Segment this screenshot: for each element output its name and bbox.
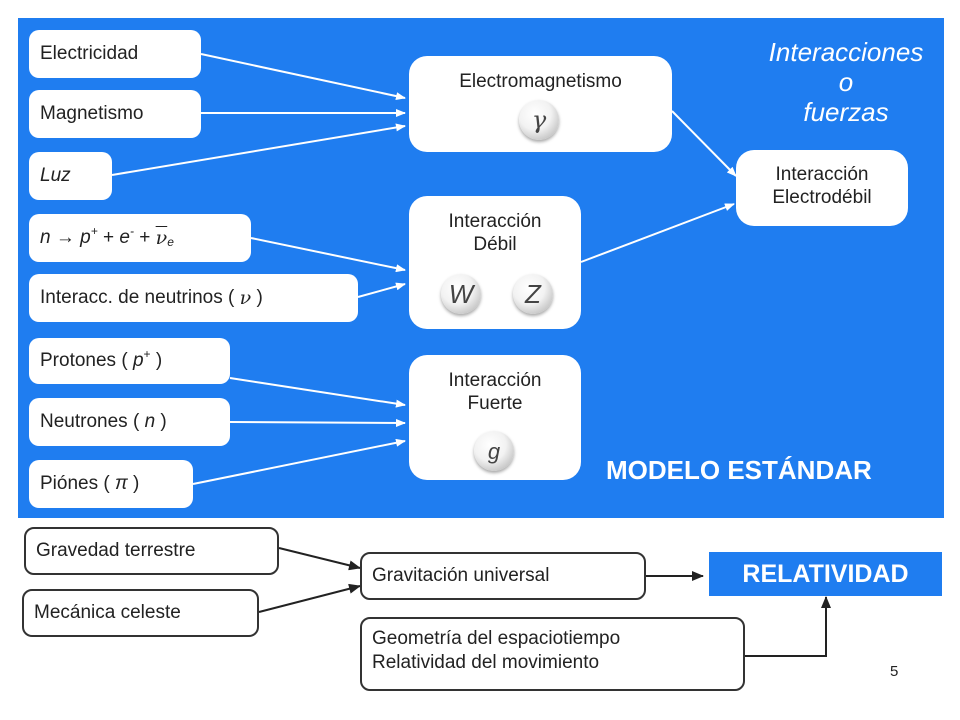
geometria-line-1: Geometría del espaciotiempo — [372, 628, 621, 649]
gluon-symbol: g — [487, 438, 501, 464]
protones-p: p — [132, 350, 144, 371]
arrow-decay-debil — [250, 237, 406, 273]
decay-plus-1: + — [103, 227, 115, 248]
decay-p-charge: + — [90, 224, 98, 238]
arrow-terrestre-universal — [278, 547, 361, 571]
arrow-luz-em — [111, 123, 406, 176]
title-line-2: o — [838, 67, 854, 97]
neutrones-close: ) — [160, 411, 167, 432]
mecanica-celeste-box: Mecánica celeste — [22, 589, 259, 637]
force-debil: Interacción Débil W Z — [409, 196, 581, 329]
arrow-protones-fuerte — [229, 377, 406, 408]
photon-icon: γ — [519, 100, 559, 140]
gluon-icon: g — [474, 431, 514, 471]
fuerte-line-2: Fuerte — [467, 393, 523, 414]
decay-antineutrino: ν — [155, 227, 168, 249]
decay-arrow: → — [55, 227, 75, 248]
piones-close: ) — [133, 473, 140, 494]
protones-label: Protones ( — [40, 350, 128, 371]
terrestre-label: Gravedad terrestre — [36, 540, 196, 561]
force-electrodebil: Interacción Electrodébil — [736, 150, 908, 226]
source-protones: Protones ( p+ ) — [29, 338, 230, 384]
decay-p: p — [80, 227, 91, 248]
source-electricidad: Electricidad — [29, 30, 201, 78]
z-boson-icon: Z — [513, 274, 553, 314]
arrow-piones-fuerte — [192, 438, 406, 485]
z-boson-symbol: Z — [525, 278, 541, 309]
arrow-em-electrodebil — [671, 110, 737, 177]
neutrinos-nu: ν — [239, 287, 252, 309]
piones-pi: π — [114, 473, 128, 494]
magnetismo-label: Magnetismo — [40, 103, 144, 124]
electrodebil-line-2: Electrodébil — [772, 187, 872, 208]
decay-e-charge: - — [129, 224, 134, 238]
arrow-celeste-universal — [258, 583, 361, 613]
piones-label: Piónes ( — [40, 473, 110, 494]
neutrones-n: n — [144, 411, 156, 432]
arrow-neutrones-fuerte — [229, 418, 406, 427]
decay-n: n — [40, 227, 51, 248]
relatividad-label: RELATIVIDAD — [742, 559, 909, 588]
debil-line-2: Débil — [473, 234, 517, 255]
modelo-estandar-label: MODELO ESTÁNDAR — [606, 455, 872, 485]
electrodebil-line-1: Interacción — [775, 164, 869, 185]
arrow-electricidad-em — [200, 53, 406, 101]
interacciones-title: Interacciones o fuerzas — [752, 37, 940, 127]
neutrones-label: Neutrones ( — [40, 411, 140, 432]
relatividad-box: RELATIVIDAD — [709, 552, 942, 596]
gravedad-terrestre-box: Gravedad terrestre — [24, 527, 279, 575]
source-piones: Piónes ( π ) — [29, 460, 193, 508]
title-line-1: Interacciones — [768, 37, 924, 67]
arrow-neutrinos-debil — [357, 282, 406, 298]
em-label: Electromagnetismo — [459, 71, 622, 92]
force-fuerte: Interacción Fuerte g — [409, 355, 581, 480]
electricidad-label: Electricidad — [40, 43, 139, 64]
decay-nu-sub: e — [167, 235, 174, 249]
source-neutrones: Neutrones ( n ) — [29, 398, 230, 446]
geometria-box: Geometría del espaciotiempo Relatividad … — [360, 617, 745, 691]
gravitacion-universal-box: Gravitación universal — [360, 552, 646, 600]
debil-line-1: Interacción — [448, 211, 542, 232]
celeste-label: Mecánica celeste — [34, 602, 181, 623]
source-luz: Luz — [29, 152, 112, 200]
neutrinos-close: ) — [256, 287, 263, 308]
arrow-geometria-relatividad — [745, 596, 831, 657]
photon-symbol: γ — [531, 105, 547, 134]
decay-plus-2: + — [139, 227, 151, 248]
page-number: 5 — [890, 663, 899, 680]
protones-close: ) — [155, 350, 163, 371]
w-boson-symbol: W — [448, 278, 474, 309]
decay-e: e — [119, 227, 130, 248]
luz-label: Luz — [40, 165, 71, 186]
source-neutrinos: Interacc. de neutrinos ( ν ) — [29, 274, 358, 322]
w-boson-icon: W — [441, 274, 481, 314]
universal-label: Gravitación universal — [372, 565, 550, 586]
fuerte-line-1: Interacción — [448, 370, 542, 391]
title-line-3: fuerzas — [803, 97, 889, 127]
geometria-line-2: Relatividad del movimiento — [372, 652, 600, 673]
arrow-debil-electrodebil — [580, 203, 735, 263]
source-magnetismo: Magnetismo — [29, 90, 201, 138]
protones-charge: + — [143, 347, 151, 361]
neutrinos-label: Interacc. de neutrinos ( — [40, 287, 235, 308]
force-electromagnetismo: Electromagnetismo γ — [409, 56, 672, 152]
